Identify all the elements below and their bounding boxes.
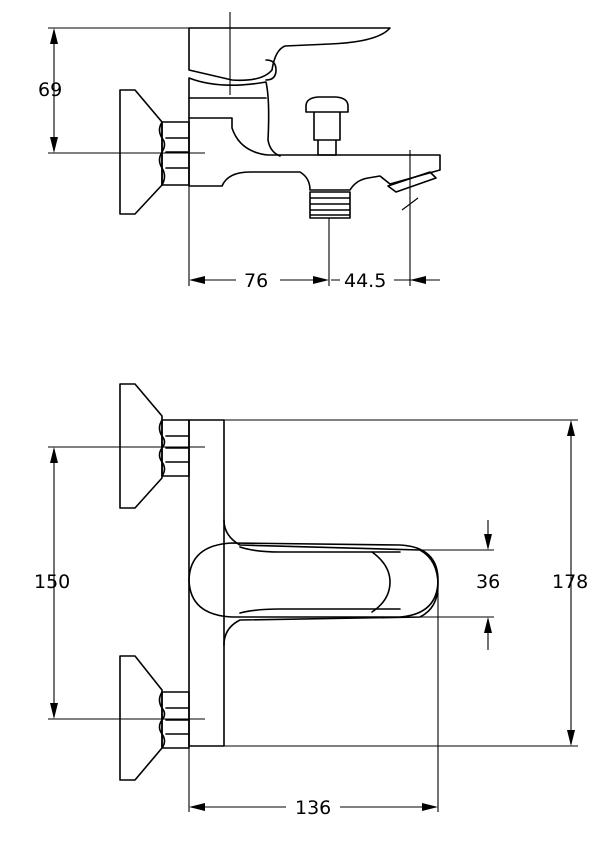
wall-flange-front-upper <box>119 383 163 509</box>
arrowhead-178-top <box>567 420 575 436</box>
arrowhead-69-top <box>50 28 58 44</box>
arrowhead-136-right <box>422 803 438 811</box>
mixer-body-front <box>188 419 225 747</box>
side-ext-line-spout <box>401 150 419 286</box>
dim-label-178: 178 <box>552 571 589 593</box>
dim-label-69: 69 <box>38 79 63 101</box>
diverter-knob-side <box>305 96 349 156</box>
arrowhead-44-5-right <box>410 276 426 284</box>
arrowhead-150-bottom <box>50 703 58 719</box>
wall-flange-front-lower <box>119 655 163 781</box>
hex-nut-front-upper <box>158 419 190 477</box>
arrowhead-36-bottom <box>484 617 492 633</box>
dim-label-150: 150 <box>34 571 71 593</box>
dim-label-36: 36 <box>476 571 501 593</box>
arrowhead-178-bottom <box>567 730 575 746</box>
arrowhead-76-right <box>313 276 329 284</box>
lever-cap-detail <box>265 59 277 81</box>
lever-handle-edge <box>239 546 401 614</box>
side-view <box>48 12 441 286</box>
spout-tip-side <box>387 171 437 193</box>
lever-handle-front <box>188 542 439 618</box>
arrowhead-76-left <box>189 276 205 284</box>
arrowhead-136-left <box>189 803 205 811</box>
dim-label-44-5: 44.5 <box>344 270 387 292</box>
dim-label-136: 136 <box>295 797 332 819</box>
spout-front <box>223 519 439 646</box>
lever-handle-side <box>188 27 391 82</box>
threaded-connector-side <box>309 191 351 219</box>
arrowhead-36-top <box>484 534 492 550</box>
hex-nut-front-lower <box>158 691 190 749</box>
front-view <box>48 383 578 812</box>
wall-flange-side <box>119 89 163 215</box>
arrowhead-150-top <box>50 447 58 463</box>
dim-label-76: 76 <box>244 270 269 292</box>
body-upper-side <box>188 77 281 157</box>
mixer-body-side <box>188 117 441 191</box>
arrowhead-69-bottom <box>50 137 58 153</box>
lever-handle-inner <box>371 551 391 613</box>
